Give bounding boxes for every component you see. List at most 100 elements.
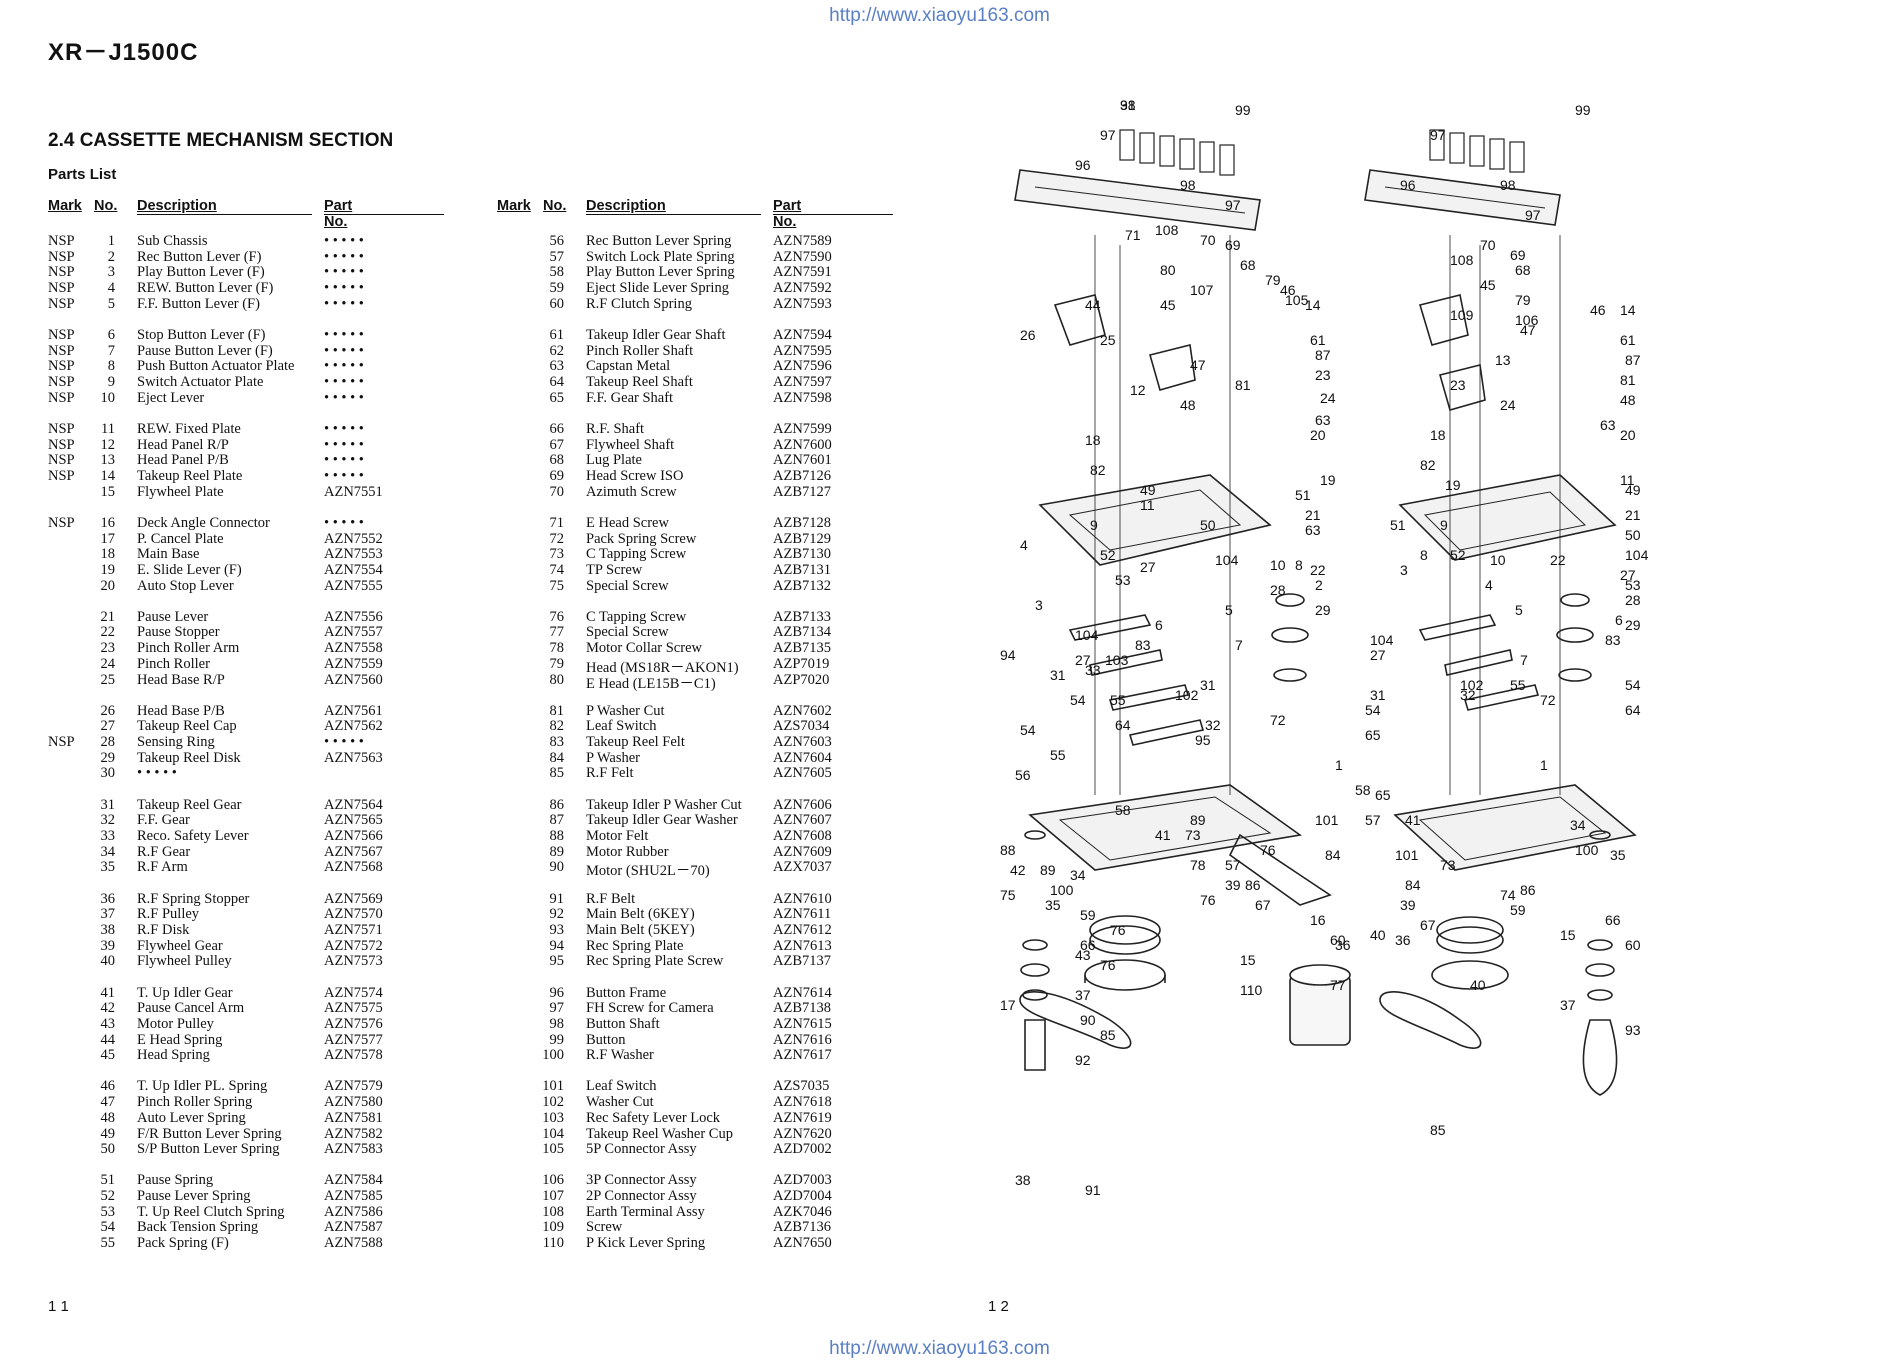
part-callout: 81 (1620, 372, 1636, 388)
cell-part-no: AZN7573 (324, 953, 383, 970)
part-callout: 75 (1000, 887, 1016, 903)
cell-description: Play Button Lever Spring (586, 264, 735, 281)
cell-no: 8 (107, 358, 115, 375)
cell-description: Screw (586, 1219, 623, 1236)
cell-part-no: AZN7598 (773, 389, 832, 406)
cell-no: 55 (100, 1235, 116, 1252)
part-callout: 3 (1400, 562, 1408, 578)
part-callout: 21 (1305, 507, 1321, 523)
cell-part-no: AZN7588 (324, 1235, 383, 1252)
column-mark: Mark (48, 198, 82, 214)
part-callout: 85 (1100, 1027, 1116, 1043)
cell-mark: NSP (48, 467, 75, 484)
cell-part-no: AZN7556 (324, 608, 383, 625)
cell-no: 92 (549, 906, 565, 923)
column-no: No. (543, 198, 567, 214)
cell-no: 73 (549, 546, 565, 563)
cell-description: T. Up Idler Gear (137, 984, 233, 1001)
cell-no: 19 (100, 561, 116, 578)
source-url-bottom: http://www.xiaoyu163.com (829, 1338, 1050, 1359)
part-callout: 36 (1335, 937, 1351, 953)
part-callout: 8 (1295, 557, 1303, 573)
part-callout: 39 (1400, 897, 1416, 913)
cell-part-no: AZB7133 (773, 608, 831, 625)
cell-no: 17 (100, 530, 116, 547)
cell-description: F/R Button Lever Spring (137, 1125, 282, 1142)
cell-part-no: AZN7602 (773, 702, 832, 719)
part-callout: 96 (1400, 177, 1416, 193)
cell-mark: NSP (48, 358, 75, 375)
cell-mark: NSP (48, 374, 75, 390)
cell-description: F.F. Gear Shaft (586, 389, 674, 406)
cell-part-no: AZS7035 (773, 1078, 830, 1095)
cell-description: Takeup Idler Gear Shaft (586, 326, 726, 343)
part-callout: 90 (1080, 1012, 1096, 1028)
cell-mark: NSP (48, 734, 75, 751)
cell-description: Flywheel Shaft (586, 436, 675, 453)
cell-description: C Tapping Screw (586, 546, 687, 563)
cell-part-no: AZN7583 (324, 1141, 383, 1158)
cell-description: R.F Spring Stopper (137, 890, 250, 907)
part-callout: 60 (1625, 937, 1641, 953)
cell-part-no: AZN7595 (773, 342, 832, 359)
part-callout: 86 (1520, 882, 1536, 898)
cell-description: • • • • • (137, 765, 177, 782)
cell-description: Auto Stop Lever (137, 577, 234, 594)
cell-no: 58 (549, 264, 565, 281)
cell-description: Head Spring (137, 1047, 210, 1064)
column-part-no: Part No. (773, 198, 802, 230)
cell-no: 4 (107, 280, 115, 297)
cell-part-no: AZN7567 (324, 843, 383, 860)
cell-no: 86 (549, 796, 565, 813)
part-callout: 54 (1625, 677, 1641, 693)
part-callout: 108 (1450, 252, 1474, 268)
cell-description: Pinch Roller Spring (137, 1094, 253, 1111)
part-callout: 83 (1605, 632, 1621, 648)
cell-no: 94 (549, 937, 565, 954)
part-callout: 98 (1500, 177, 1516, 193)
cell-no: 2 (107, 248, 115, 265)
cell-part-no: AZN7620 (773, 1125, 832, 1142)
cell-description: Pinch Roller Arm (137, 640, 240, 657)
part-callout: 32 (1460, 687, 1476, 703)
part-callout: 74 (1500, 887, 1516, 903)
cell-description: T. Up Reel Clutch Spring (137, 1203, 285, 1220)
cell-part-no: AZN7570 (324, 906, 383, 923)
cell-no: 6 (107, 326, 115, 343)
cell-part-no: AZB7132 (773, 577, 831, 594)
mechanism-drawing-right (1364, 129, 1637, 1096)
cell-description: REW. Fixed Plate (137, 420, 241, 437)
column-description: Description (137, 198, 217, 214)
cell-part-no: • • • • • (324, 389, 364, 406)
cell-mark: NSP (48, 248, 75, 265)
cell-description: Lug Plate (586, 452, 642, 469)
cell-description: Head Panel R/P (137, 436, 229, 453)
part-callout: 87 (1625, 352, 1641, 368)
part-callout: 56 (1015, 767, 1031, 783)
part-callout: 109 (1450, 307, 1474, 323)
part-callout: 103 (1105, 652, 1129, 668)
cell-part-no: AZN7594 (773, 326, 832, 343)
cell-part-no: • • • • • (324, 233, 364, 249)
cell-mark: NSP (48, 233, 75, 249)
cell-description: P. Cancel Plate (137, 530, 224, 547)
cell-no: 1 (107, 233, 115, 249)
part-callout: 29 (1625, 617, 1641, 633)
cell-description: 5P Connector Assy (586, 1141, 697, 1158)
cell-part-no: AZN7607 (773, 812, 832, 829)
part-callout: 51 (1295, 487, 1311, 503)
cell-part-no: AZN7585 (324, 1188, 383, 1205)
part-callout: 22 (1550, 552, 1566, 568)
part-callout: 73 (1185, 827, 1201, 843)
part-callout: 69 (1510, 247, 1526, 263)
part-callout: 69 (1225, 237, 1241, 253)
part-callout: 99 (1575, 102, 1591, 118)
cell-description: Takeup Reel Gear (137, 796, 242, 813)
part-callout: 27 (1140, 559, 1156, 575)
cell-description: R.F Arm (137, 859, 188, 876)
cell-description: Back Tension Spring (137, 1219, 259, 1236)
part-callout: 38 (1015, 1172, 1031, 1188)
cell-description: Takeup Reel Shaft (586, 374, 693, 390)
cell-no: 88 (549, 828, 565, 844)
cell-part-no: • • • • • (324, 374, 364, 390)
